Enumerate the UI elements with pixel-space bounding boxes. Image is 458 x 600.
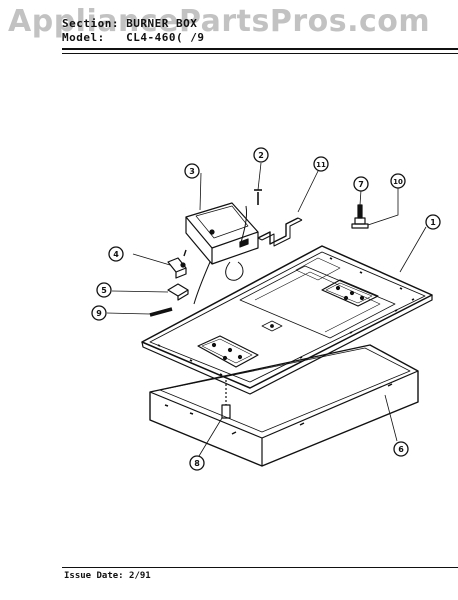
fitting-part-8 (221, 380, 231, 419)
screw-part-2 (254, 189, 262, 205)
fitting-part-7-10 (351, 204, 369, 229)
issue-date: Issue Date: 2/91 (64, 571, 151, 581)
callout-10: 10 (390, 173, 406, 189)
issue-value: 2/91 (129, 571, 151, 581)
module-box (185, 202, 259, 265)
clip-part-4 (167, 249, 187, 279)
header-rule-top (62, 48, 458, 50)
model-line: Model: CL4-460( /9 (62, 31, 204, 44)
svg-text:1: 1 (430, 218, 436, 227)
section-label: Section: (62, 17, 119, 30)
callout-5: 5 (96, 282, 112, 298)
section-line: Section: BURNER BOX (62, 17, 197, 30)
issue-label: Issue Date: (64, 571, 124, 581)
svg-text:9: 9 (96, 309, 102, 318)
svg-text:3: 3 (189, 167, 195, 176)
model-value: CL4-460( /9 (126, 31, 205, 44)
svg-text:7: 7 (358, 180, 364, 189)
svg-text:8: 8 (194, 459, 200, 468)
model-label: Model: (62, 31, 105, 44)
callout-6: 6 (393, 441, 409, 457)
callout-2: 2 (253, 147, 269, 163)
main-top-panel (141, 245, 433, 395)
callout-9: 9 (91, 305, 107, 321)
bracket-part-11 (257, 217, 303, 247)
footer-rule (62, 567, 458, 568)
callout-11: 11 (313, 156, 329, 172)
callout-8: 8 (189, 455, 205, 471)
svg-text:6: 6 (398, 445, 404, 454)
electrode-part-9 (149, 307, 173, 317)
svg-text:5: 5 (101, 286, 107, 295)
svg-text:10: 10 (393, 178, 403, 186)
bracket-part-5 (167, 283, 189, 301)
callout-1: 1 (425, 214, 441, 230)
svg-text:2: 2 (258, 151, 264, 160)
callout-7: 7 (353, 176, 369, 192)
svg-text:11: 11 (316, 161, 326, 169)
callout-4: 4 (108, 246, 124, 262)
svg-text:4: 4 (113, 250, 119, 259)
watermark: AppliancePartsPros.com (8, 4, 431, 39)
callout-3: 3 (184, 163, 200, 179)
header-rule-bottom (62, 53, 458, 54)
callouts: 1 2 3 4 5 6 7 8 9 10 11 (91, 147, 441, 471)
section-value: BURNER BOX (126, 17, 198, 30)
